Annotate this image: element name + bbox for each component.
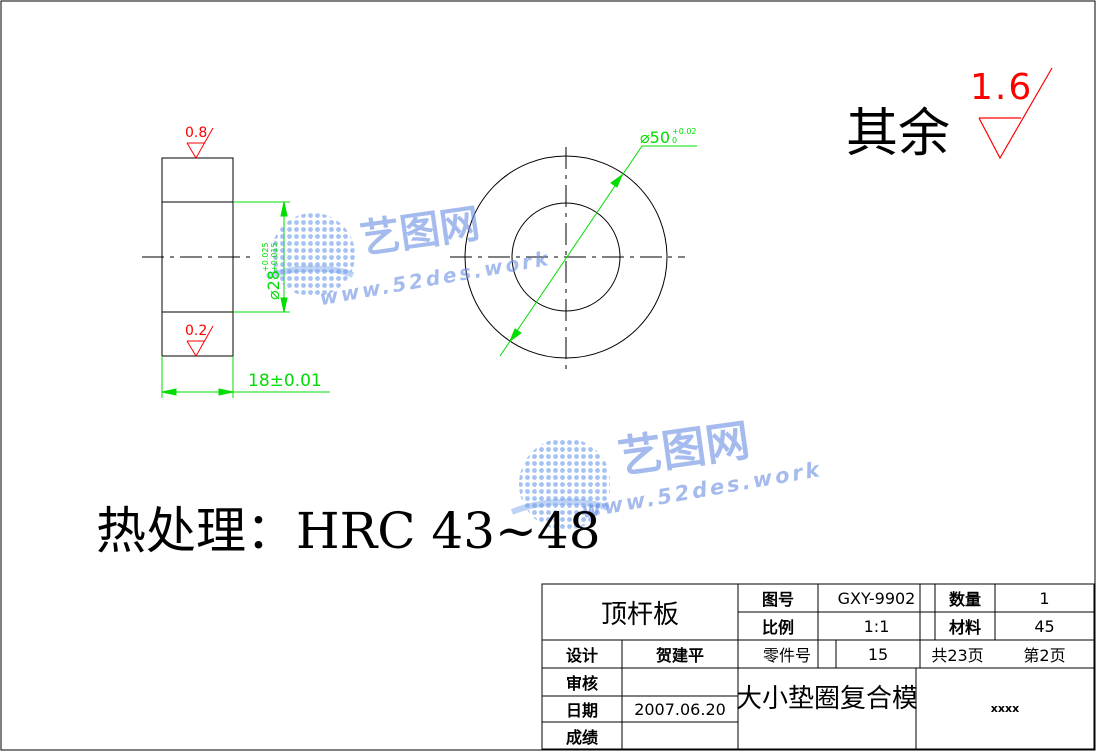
quantity-value: 1 — [1039, 588, 1050, 608]
material-value: 45 — [1034, 616, 1055, 636]
scale-value: 1:1 — [863, 616, 890, 636]
roughness-bottom-value: 0.2 — [185, 323, 208, 339]
width-arrow-left — [161, 388, 177, 396]
roughness-bottom-symbol — [186, 325, 214, 357]
grade-label: 成绩 — [566, 727, 599, 747]
outer-diameter-text: ⌀50 — [640, 128, 670, 147]
designer-value: 贺建平 — [655, 646, 704, 665]
roughness-top-symbol — [186, 127, 214, 159]
designer-label: 设计 — [566, 646, 599, 665]
side-view — [142, 157, 255, 357]
drawing-no-value: GXY-9902 — [837, 588, 916, 608]
inner-arrow-bottom — [280, 297, 288, 313]
review-label: 审核 — [566, 674, 599, 693]
page-no: 第2页 — [1023, 646, 1066, 665]
part-name: 顶杆板 — [600, 599, 679, 630]
width-dimension-text: 18±0.01 — [248, 371, 322, 391]
outer-arrow-lower — [508, 328, 522, 343]
outer-arrow-upper — [610, 173, 624, 188]
dimensions — [161, 145, 697, 398]
part-no-label: 零件号 — [762, 646, 811, 665]
roughness-top-value: 0.8 — [185, 125, 208, 141]
date-label: 日期 — [566, 701, 599, 720]
roughness-general-symbol — [978, 67, 1053, 160]
outer-tol-lower: 0 — [672, 136, 678, 145]
project-name: 大小垫圈复合模 — [736, 683, 919, 714]
roughness-general-value: 1.6 — [970, 67, 1034, 108]
drawing-no-label: 图号 — [761, 590, 794, 609]
quantity-label: 数量 — [948, 590, 981, 609]
date-value: 2007.06.20 — [634, 699, 726, 719]
roughness-general-label: 其余 — [846, 104, 951, 164]
material-label: 材料 — [948, 618, 981, 637]
roughness-symbols — [186, 67, 1053, 357]
scale-label: 比例 — [761, 618, 794, 637]
outer-tol-upper: +0.02 — [672, 127, 697, 136]
company-name: xxxx — [990, 702, 1020, 715]
total-pages: 共23页 — [931, 646, 984, 665]
heat-treatment-note: 热处理：HRC 43~48 — [96, 502, 601, 560]
part-no-value: 15 — [867, 644, 889, 664]
title-block-grid — [541, 583, 1095, 750]
width-arrow-right — [218, 388, 234, 396]
